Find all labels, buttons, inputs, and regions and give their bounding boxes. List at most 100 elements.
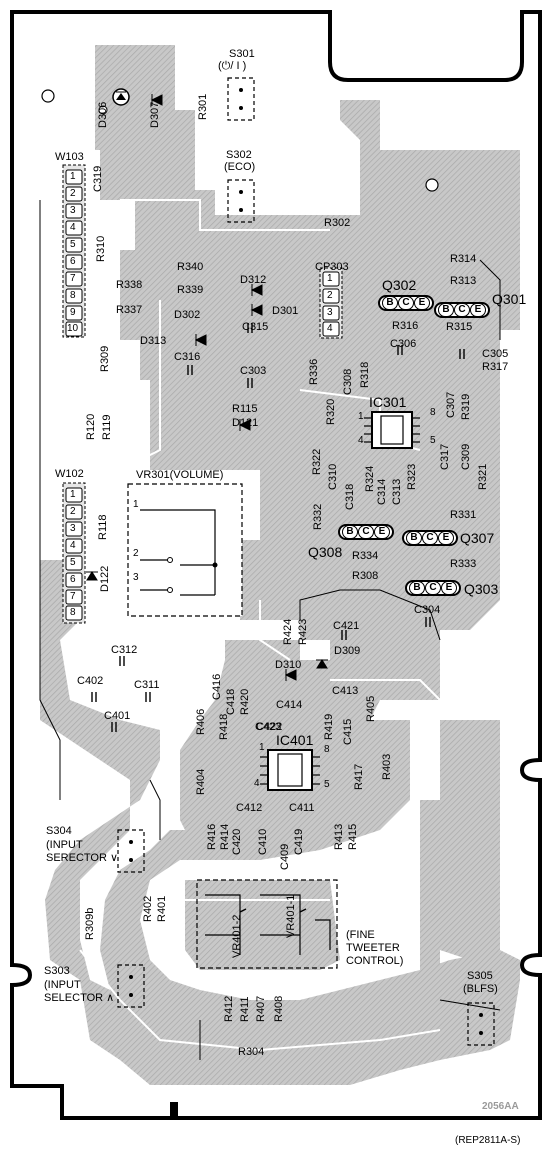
diode-label: D121 (232, 417, 259, 429)
resistor-label: R333 (450, 558, 477, 570)
w103-label: W103 (55, 151, 84, 163)
capacitor-label: C409 (279, 843, 291, 870)
resistor-label: R420 (239, 688, 251, 715)
ic401-pin4: 4 (254, 778, 260, 789)
resistor-label: R339 (177, 284, 204, 296)
capacitor-label: C418 (225, 688, 237, 715)
q303-label: Q303 (464, 581, 499, 597)
q308-label: Q308 (308, 544, 343, 560)
vr301-pin2: 2 (133, 548, 139, 559)
resistor-label: R319 (460, 393, 472, 420)
w102-pin: 6 (70, 574, 76, 585)
resistor-label: R405 (365, 695, 377, 722)
capacitor-label: C421 (333, 620, 360, 632)
resistor-label: R314 (450, 253, 477, 265)
resistor-label: R416 (206, 823, 218, 850)
resistor-label: R309 (99, 345, 111, 372)
s304-line1: (INPUT (46, 839, 83, 851)
resistor-label: R320 (325, 398, 337, 425)
resistor-label: R406 (195, 708, 207, 735)
fine-tweeter-line3: CONTROL) (346, 955, 404, 967)
s303-line2: SELECTOR ∧ (44, 992, 115, 1004)
ic401-label: IC401 (276, 732, 314, 748)
w103-pin: 10 (67, 323, 79, 334)
ic301-pin1: 1 (358, 411, 364, 422)
w103-connector (62, 164, 86, 338)
s305-label: S305 (467, 970, 493, 982)
capacitor-label: C306 (390, 338, 417, 350)
resistor-label: R403 (381, 753, 393, 780)
ic301-pin5: 5 (430, 435, 436, 446)
resistor-label: R337 (116, 304, 143, 316)
resistor-label: R304 (238, 1046, 265, 1058)
ic401-pin1: 1 (259, 742, 265, 753)
ic301-label: IC301 (369, 394, 407, 410)
cp303-pin: 2 (327, 290, 333, 301)
resistor-label: R417 (353, 763, 365, 790)
ic301-pin8: 8 (430, 407, 436, 418)
q302-label: Q302 (382, 277, 417, 293)
resistor-label: R334 (352, 550, 379, 562)
vr301-pin3: 3 (133, 572, 139, 583)
ic401-chip (260, 749, 320, 791)
diode-label: D307 (149, 101, 161, 128)
vr401-1-label: VR401-1 (285, 894, 297, 938)
w103-pin: 9 (70, 307, 76, 318)
diode-label: D310 (275, 659, 302, 671)
cp303-pin: 3 (327, 307, 333, 318)
capacitor-label: C415 (342, 718, 354, 745)
s303-label: S303 (44, 965, 70, 977)
resistor-label: R332 (312, 503, 324, 530)
resistor-label: R340 (177, 261, 204, 273)
resistor-label: R316 (392, 320, 419, 332)
capacitor-label: C410 (257, 828, 269, 855)
q307-label: Q307 (460, 530, 495, 546)
diode-label: D309 (334, 645, 361, 657)
resistor-label: R309b (84, 907, 96, 940)
resistor-label: R323 (406, 463, 418, 490)
diode-label: D313 (140, 335, 167, 347)
vr401-2-label: VR401-2 (231, 914, 243, 958)
ic301-pin4: 4 (358, 435, 364, 446)
resistor-label: R318 (359, 361, 371, 388)
capacitor-label: C318 (344, 483, 356, 510)
resistor-label: R411 (239, 996, 251, 1022)
vr301-label: VR301(VOLUME) (136, 469, 224, 481)
capacitor-label: C413 (332, 685, 359, 697)
vr301-pin1: 1 (133, 499, 139, 510)
resistor-label: R301 (197, 93, 209, 120)
capacitor-label: C310 (327, 463, 339, 490)
w103-pin: 6 (70, 256, 76, 267)
w103-pin: 5 (70, 239, 76, 250)
capacitor-label: C422 (256, 721, 283, 733)
w102-pin: 8 (70, 607, 76, 618)
diode-label: D302 (174, 309, 201, 321)
capacitor-label: C416 (211, 673, 223, 700)
resistor-label: R308 (352, 570, 379, 582)
resistor-label: R302 (324, 217, 351, 229)
resistor-label: R412 (223, 995, 235, 1022)
resistor-label: R331 (450, 509, 477, 521)
resistor-label: R414 (219, 823, 231, 850)
cp303-connector (319, 267, 343, 339)
w102-pin: 4 (70, 540, 76, 551)
capacitor-label: C319 (92, 165, 104, 192)
resistor-label: R115 (232, 403, 258, 415)
w103-pin: 8 (70, 290, 76, 301)
capacitor-label: C309 (460, 443, 472, 470)
capacitor-label: C402 (77, 675, 104, 687)
capacitor-label: C419 (293, 828, 305, 855)
capacitor-label: C401 (104, 710, 131, 722)
s303-line1: (INPUT (44, 979, 81, 991)
s301-label: S301 (229, 48, 255, 60)
resistor-label: R313 (450, 275, 477, 287)
fine-tweeter-line1: (FINE (346, 929, 375, 941)
ic301-chip (364, 411, 420, 449)
resistor-label: R401 (156, 895, 168, 922)
ic401-pin5: 5 (324, 779, 330, 790)
capacitor-label: C317 (439, 443, 451, 470)
diode-label: D306 (97, 101, 109, 128)
resistor-label: R118 (97, 514, 109, 540)
